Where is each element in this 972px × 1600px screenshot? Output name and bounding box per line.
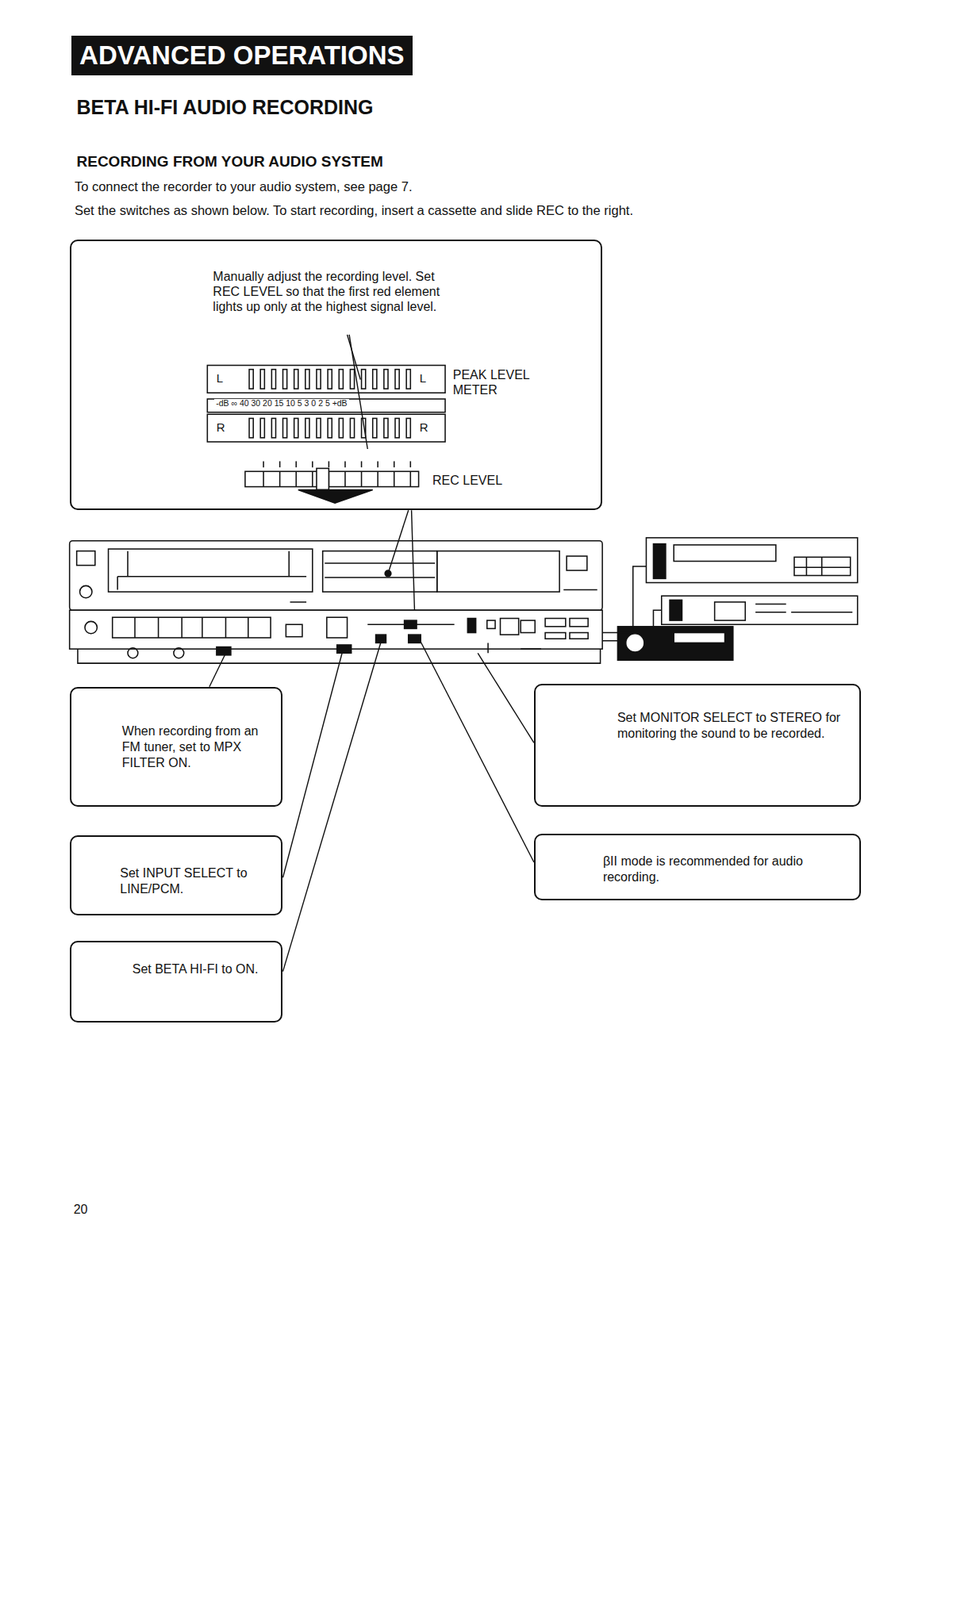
- segment: [372, 418, 377, 438]
- slider-arrow: [298, 489, 373, 504]
- callout-box: Set BETA HI-FI to ON.: [69, 941, 284, 1023]
- meter-label: -dB ∞ 40 30 20 15 10 5 3 0 2 5 +dB: [214, 399, 349, 408]
- stroke: [328, 461, 331, 468]
- stroke: [295, 471, 297, 487]
- page-title-band: ADVANCED OPERATIONS: [71, 35, 412, 76]
- meter-label: R: [419, 420, 429, 435]
- meter-callout-box: Manually adjust the recording level. Set…: [69, 239, 604, 511]
- peak-meter-left: [207, 365, 446, 394]
- slider-ticks: [263, 461, 411, 487]
- stroke: [410, 461, 412, 468]
- segment: [249, 369, 254, 389]
- segment: [294, 369, 299, 389]
- segment: [316, 369, 321, 389]
- segment: [271, 369, 276, 389]
- meter-label: R: [216, 420, 226, 435]
- meter-label: L: [216, 371, 223, 386]
- callout-text: REC LEVEL: [432, 472, 535, 488]
- callout-text: Set INPUT SELECT to LINE/PCM.: [119, 865, 272, 898]
- segment: [260, 369, 265, 389]
- segment: [294, 418, 299, 438]
- stroke: [393, 471, 396, 487]
- segment: [316, 418, 321, 438]
- callout-text: When recording from an FM tuner, set to …: [122, 723, 273, 772]
- segment: [283, 369, 288, 389]
- stroke: [311, 471, 314, 487]
- segment: [384, 369, 389, 389]
- audio-system: [602, 537, 858, 661]
- stroke: [262, 471, 265, 487]
- callout-text: Manually adjust the recording level. Set…: [212, 268, 458, 316]
- callout-box: Set MONITOR SELECT to STEREO for monitor…: [534, 683, 861, 807]
- segment: [406, 418, 411, 438]
- peak-meter-right: [207, 414, 446, 442]
- segment: [260, 418, 265, 438]
- callout-box: Set INPUT SELECT to LINE/PCM.: [69, 835, 284, 917]
- meter-label: L: [419, 371, 427, 386]
- stroke: [344, 461, 346, 468]
- segment: [271, 418, 276, 438]
- segment: [338, 418, 343, 438]
- stroke: [361, 471, 363, 487]
- segment: [384, 418, 389, 438]
- stroke: [262, 461, 265, 468]
- slider-knob: [316, 468, 329, 490]
- heading-text: Set the switches as shown below. To star…: [74, 203, 634, 219]
- stroke: [361, 461, 363, 468]
- segment: [338, 369, 343, 389]
- stroke: [376, 461, 379, 468]
- callout-text: Set MONITOR SELECT to STEREO for monitor…: [617, 710, 850, 742]
- leader-lines: [209, 334, 535, 972]
- rec-level-slider: [245, 471, 419, 487]
- segment: [305, 369, 310, 389]
- segment: [249, 418, 254, 438]
- stroke: [279, 461, 281, 468]
- segment: [395, 369, 400, 389]
- stroke: [376, 471, 379, 487]
- stroke: [279, 471, 281, 487]
- callout-text: βII mode is recommended for audio record…: [603, 853, 850, 886]
- stroke: [410, 471, 412, 487]
- stroke: [311, 461, 314, 468]
- segment: [361, 369, 366, 389]
- stroke: [295, 461, 297, 468]
- stroke: [393, 461, 396, 468]
- segment: [349, 369, 354, 389]
- callout-text: Set BETA HI-FI to ON.: [132, 961, 273, 978]
- callout-text: PEAK LEVEL METER: [453, 367, 566, 398]
- heading-text: BETA HI-FI AUDIO RECORDING: [76, 95, 374, 120]
- heading-text: To connect the recorder to your audio sy…: [74, 179, 413, 196]
- callout-box: When recording from an FM tuner, set to …: [69, 687, 284, 807]
- segment: [305, 418, 310, 438]
- segment: [349, 418, 354, 438]
- vcr-front-panel: [69, 541, 603, 664]
- segment: [395, 418, 400, 438]
- heading-text: RECORDING FROM YOUR AUDIO SYSTEM: [76, 153, 384, 172]
- segment: [283, 418, 288, 438]
- page-number: 20: [73, 1202, 89, 1218]
- segment: [327, 418, 332, 438]
- callout-box: βII mode is recommended for audio record…: [534, 833, 861, 901]
- stroke: [344, 471, 346, 487]
- segment: [406, 369, 411, 389]
- segment: [327, 369, 332, 389]
- segment: [372, 369, 377, 389]
- meter-scale: [207, 399, 446, 413]
